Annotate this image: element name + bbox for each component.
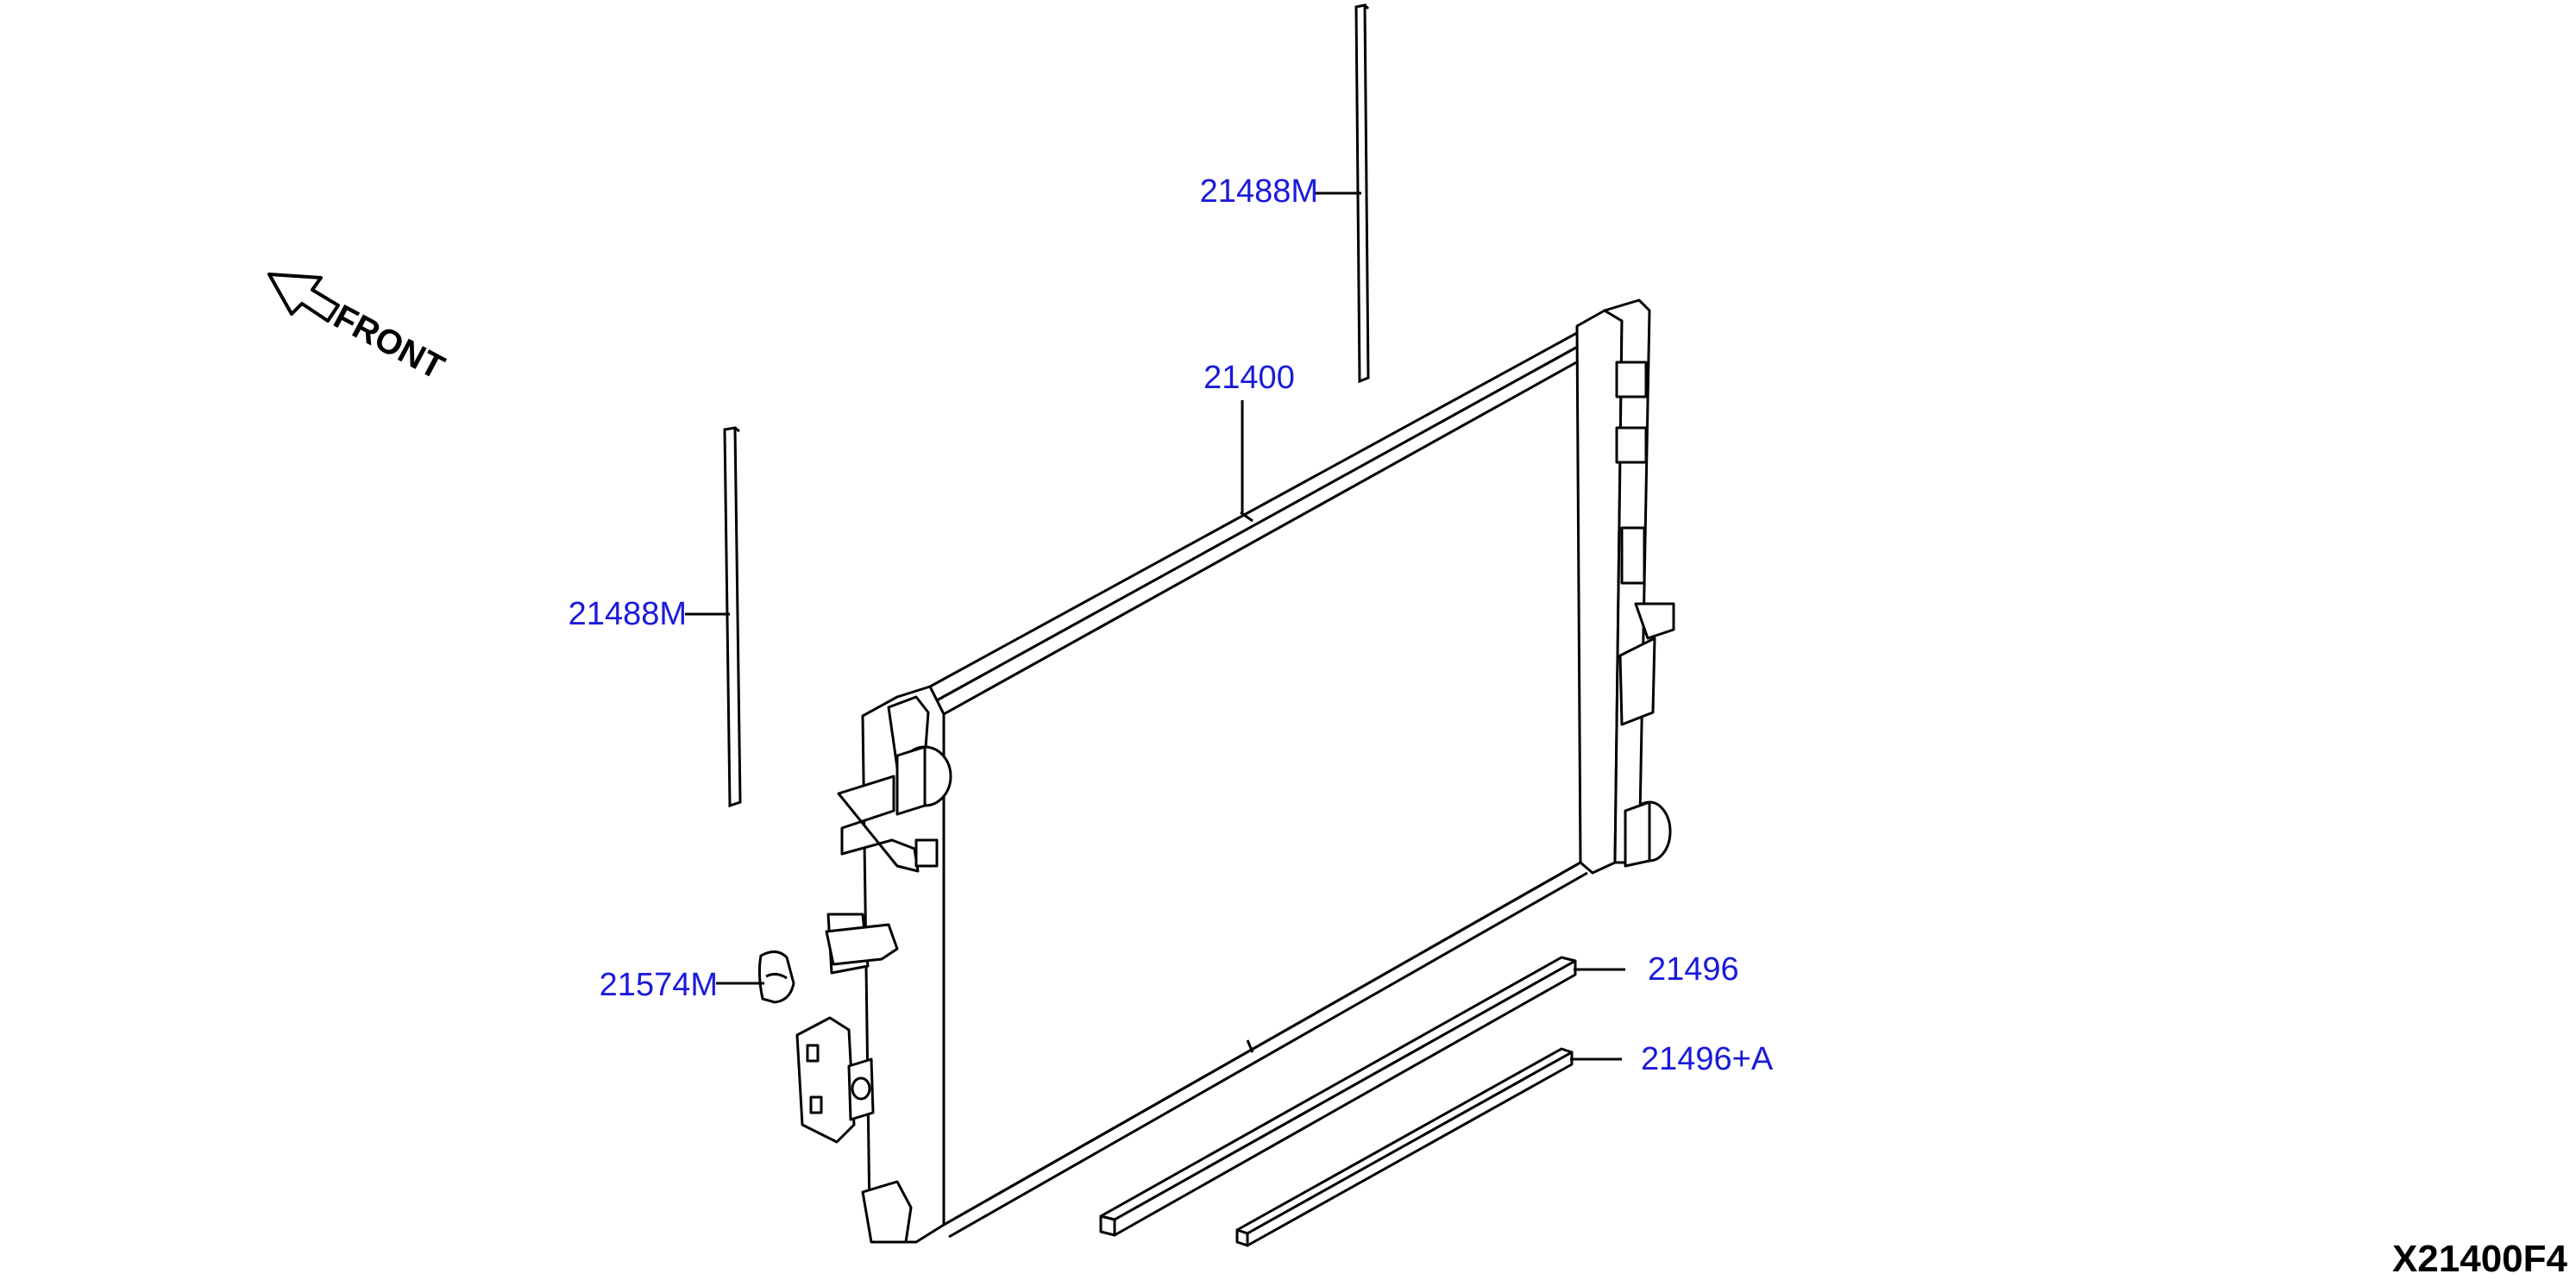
radiator-assembly [795,298,1675,1244]
lower-seal-strip [1099,956,1577,1237]
callout-lower-seal: 21496 [1648,951,1739,988]
left-seal-strip [723,426,742,808]
upper-seal-strip [1354,3,1370,384]
callout-clip: 21574M [600,967,718,1003]
callout-lower-seal-a: 21496+A [1641,1041,1774,1077]
front-label: FRONT [328,298,450,387]
callout-upper-seal: 21488M [1200,173,1318,210]
clip-part [757,951,795,1004]
diagram-code: X21400F4 [2392,1238,2568,1280]
callout-radiator: 21400 [1203,360,1295,396]
front-arrow-icon [267,273,340,323]
lower-seal-strip-a [1235,1047,1574,1247]
callout-left-seal: 21488M [569,596,687,632]
